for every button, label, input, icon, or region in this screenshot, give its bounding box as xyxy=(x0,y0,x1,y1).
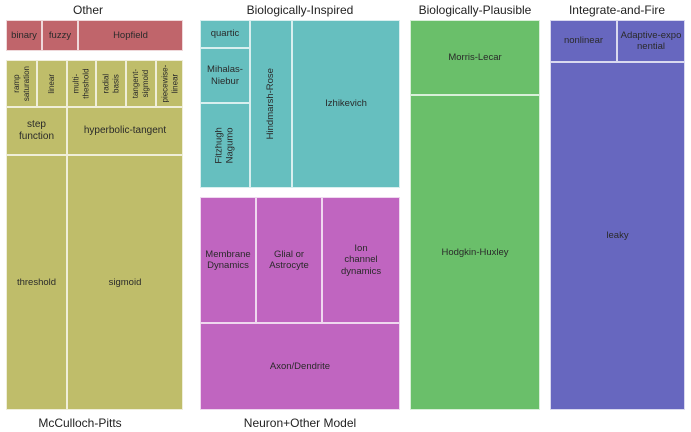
group-title-other: Other xyxy=(72,3,104,17)
cell-ramp-saturation: ramp saturation xyxy=(6,60,37,107)
cell-adaptive-exponential: Adaptive-exponential xyxy=(617,20,685,62)
group-title-bio-inspired: Biologically-Inspired xyxy=(246,3,354,17)
cell-multi-threshold: multi-theshold xyxy=(67,60,96,107)
cell-radial-basis: radial basis xyxy=(96,60,126,107)
cell-izhikevich: Izhikevich xyxy=(292,20,400,188)
cell-binary: binary xyxy=(6,20,42,51)
cell-membrane-dynamics: Membrane Dynamics xyxy=(200,197,256,323)
cell-ion-channel-dynamics: Ion channel dynamics xyxy=(322,197,400,323)
cell-fitzhugh-nagumo: Fitzhugh Nagumo xyxy=(200,103,250,188)
cell-piecewise-linear: piecewise-linear xyxy=(156,60,183,107)
group-title-mcculloch: McCulloch-Pitts xyxy=(38,416,122,430)
cell-step-function: step function xyxy=(6,107,67,155)
cell-hopfield: Hopfield xyxy=(78,20,183,51)
cell-hindmarsh-rose: Hindmarsh-Rose xyxy=(250,20,292,188)
cell-quartic: quartic xyxy=(200,20,250,48)
group-title-iaf: Integrate-and-Fire xyxy=(568,3,666,17)
cell-fuzzy: fuzzy xyxy=(42,20,78,51)
group-title-bio-plausible: Biologically-Plausible xyxy=(418,3,532,17)
cell-mihalas-niebur: Mihalas-Niebur xyxy=(200,48,250,103)
cell-leaky: leaky xyxy=(550,62,685,410)
cell-threshold: threshold xyxy=(6,155,67,410)
cell-linear: linear xyxy=(37,60,67,107)
cell-tangent-sigmoid: tangent-sigmoid xyxy=(126,60,156,107)
cell-hyperbolic-tangent: hyperbolic-tangent xyxy=(67,107,183,155)
cell-nonlinear: nonlinear xyxy=(550,20,617,62)
cell-hodgkin-huxley: Hodgkin-Huxley xyxy=(410,95,540,410)
group-title-neuron-other: Neuron+Other Model xyxy=(243,416,357,430)
cell-sigmoid: sigmoid xyxy=(67,155,183,410)
cell-morris-lecar: Morris-Lecar xyxy=(410,20,540,95)
cell-glial-astrocyte: Glial or Astrocyte xyxy=(256,197,322,323)
cell-axon-dendrite: Axon/Dendrite xyxy=(200,323,400,410)
